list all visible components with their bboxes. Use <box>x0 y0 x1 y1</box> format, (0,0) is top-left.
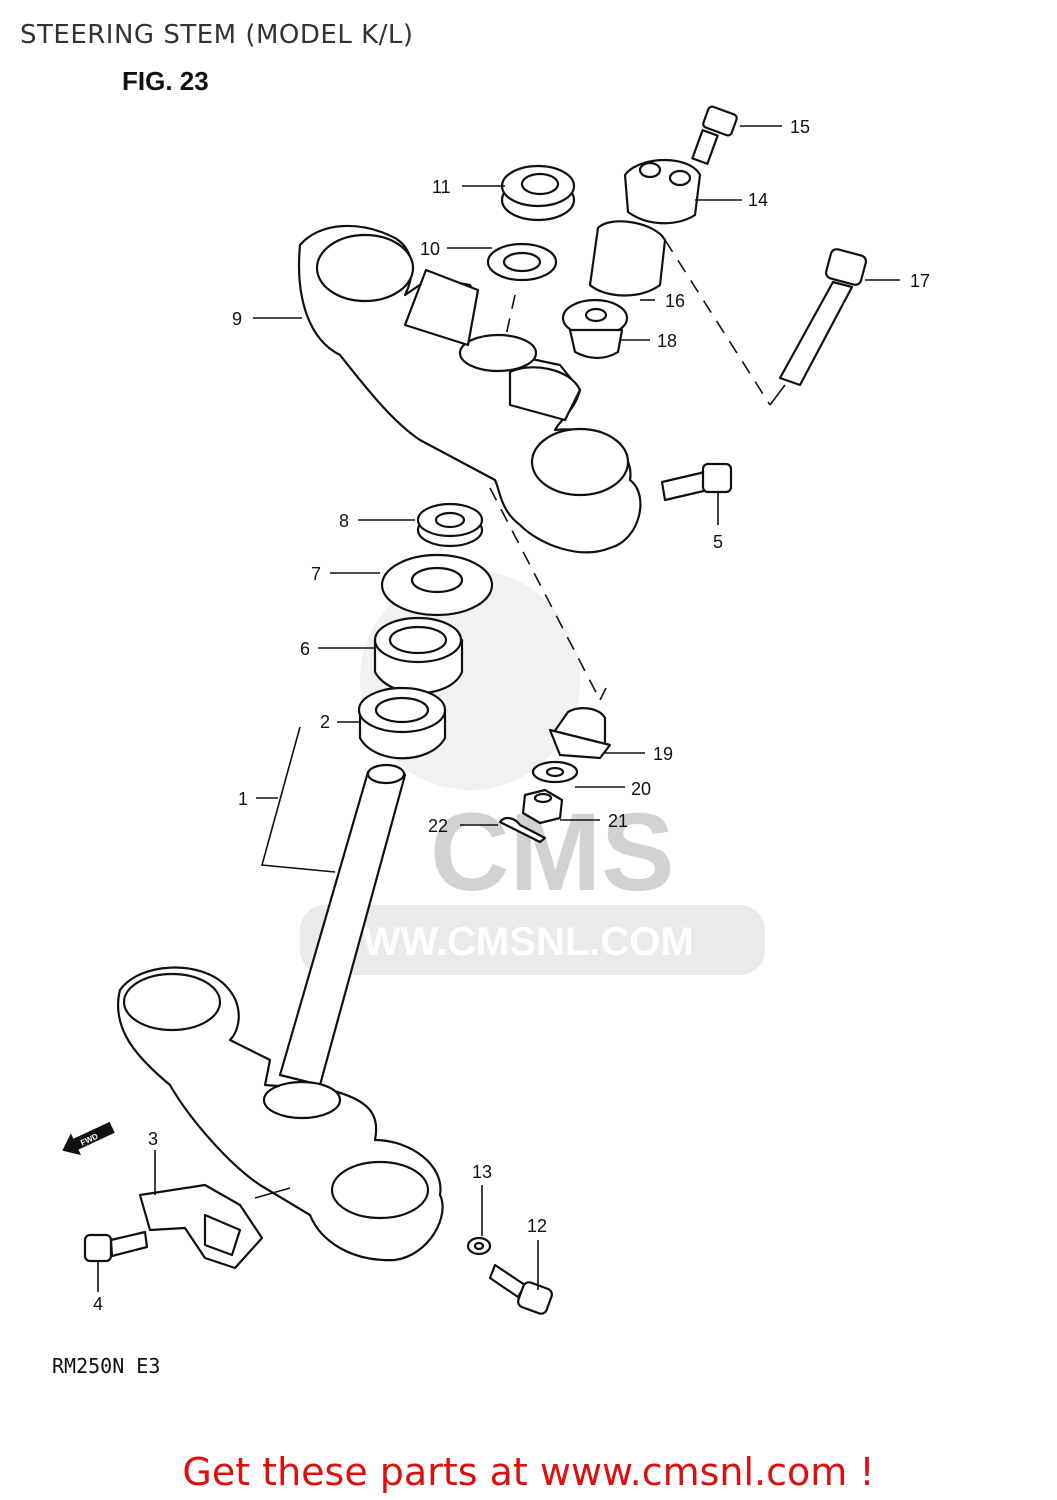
parts-diagram: CMS WWW.CMSNL.COM <box>62 105 930 1315</box>
washer-part-13 <box>466 1236 492 1256</box>
lower-bracket-part <box>117 966 444 1262</box>
nut-part-21 <box>521 788 564 825</box>
model-code: RM250N E3 <box>52 1354 161 1378</box>
bearing-part-6 <box>373 616 464 695</box>
callout-7: 7 <box>311 564 321 584</box>
callout-5: 5 <box>713 532 723 552</box>
forward-arrow-icon: FWD <box>62 1121 115 1156</box>
footer-link[interactable]: Get these parts at www.cmsnl.com ! <box>182 1450 875 1494</box>
callout-3: 3 <box>148 1129 158 1149</box>
washer-part-10 <box>486 242 558 282</box>
figure-label: FIG. 23 <box>122 66 209 96</box>
callout-14: 14 <box>748 190 768 210</box>
callout-13: 13 <box>472 1162 492 1182</box>
cushion-part-19 <box>548 707 612 760</box>
watermark-url: WWW.CMSNL.COM <box>325 920 694 964</box>
callout-16: 16 <box>665 291 685 311</box>
nut-part-8 <box>416 502 484 548</box>
page-title: STEERING STEM (MODEL K/L) <box>20 20 414 50</box>
callout-8: 8 <box>339 511 349 531</box>
callout-11: 11 <box>432 177 451 197</box>
callout-21: 21 <box>608 811 628 831</box>
bolt-part-15 <box>691 105 738 165</box>
callout-19: 19 <box>653 744 673 764</box>
upper-bracket-part <box>298 224 642 554</box>
bolt-part-17 <box>778 248 868 387</box>
leader-lines <box>97 125 900 1292</box>
cushion-part-16 <box>588 220 667 297</box>
callout-6: 6 <box>300 639 310 659</box>
cotter-pin-part-22 <box>498 816 547 844</box>
callout-2: 2 <box>320 712 330 732</box>
holder-part-14 <box>623 158 702 225</box>
washer-part-7 <box>380 553 494 617</box>
bolt-part-5 <box>660 462 733 502</box>
bracket-part-3 <box>138 1183 264 1270</box>
cushion-part-18 <box>561 298 629 360</box>
callout-numbers: 1 2 3 4 5 6 7 8 9 10 11 12 13 14 15 16 1… <box>93 117 930 1314</box>
bearing-part-2 <box>357 686 447 760</box>
callout-1: 1 <box>238 789 248 809</box>
callout-20: 20 <box>631 779 651 799</box>
callout-18: 18 <box>657 331 677 351</box>
steering-stem-part-1 <box>278 763 407 1087</box>
bolt-part-4 <box>83 1230 149 1263</box>
bolt-part-12 <box>488 1263 553 1315</box>
callout-9: 9 <box>232 309 242 329</box>
callout-15: 15 <box>790 117 810 137</box>
callout-22: 22 <box>428 816 448 836</box>
callout-4: 4 <box>93 1294 103 1314</box>
washer-part-20 <box>531 760 579 784</box>
callout-12: 12 <box>527 1216 547 1236</box>
fwd-label: FWD <box>79 1132 100 1148</box>
nut-part-11 <box>500 164 576 222</box>
callout-10: 10 <box>420 239 440 259</box>
callout-17: 17 <box>910 271 930 291</box>
